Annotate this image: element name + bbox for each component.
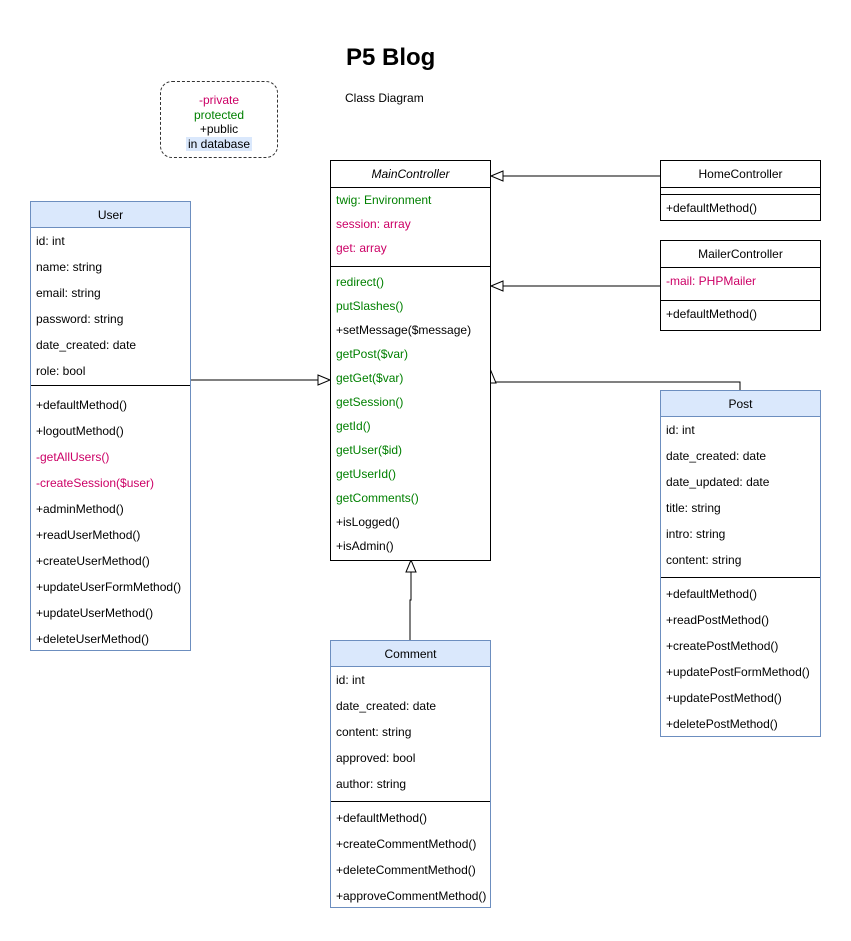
method: putSlashes(): [336, 299, 404, 313]
method: +isLogged(): [336, 515, 400, 529]
attribute: name: string: [36, 260, 103, 274]
attribute: approved: bool: [336, 751, 416, 765]
class-name: MainController: [331, 161, 490, 188]
method: +adminMethod(): [36, 502, 124, 516]
method: +defaultMethod(): [666, 587, 758, 601]
method: getUser($id): [336, 443, 403, 457]
post-inheritance-line: [491, 381, 741, 390]
attribute: title: string: [666, 501, 721, 515]
comment-inheritance-arrowhead: [405, 558, 417, 573]
method: +defaultMethod(): [666, 307, 758, 321]
method: -getAllUsers(): [36, 450, 110, 464]
attribute: id: int: [336, 673, 365, 687]
method: +logoutMethod(): [36, 424, 124, 438]
method: getPost($var): [336, 347, 409, 361]
diagram-subtitle: Class Diagram: [345, 91, 424, 105]
method: +deleteCommentMethod(): [336, 863, 476, 877]
class-main-controller[interactable]: MainController twig: Environment session…: [330, 160, 491, 561]
method: getComments(): [336, 491, 419, 505]
attribute: email: string: [36, 286, 101, 300]
legend-protected: protected: [193, 107, 245, 122]
attribute: session: array: [336, 217, 411, 231]
legend-public: +public: [199, 122, 239, 136]
method: +deletePostMethod(): [666, 717, 778, 731]
method: redirect(): [336, 275, 385, 289]
class-home-controller[interactable]: HomeController +defaultMethod(): [660, 160, 821, 221]
attribute: password: string: [36, 312, 124, 326]
class-name: HomeController: [661, 161, 820, 188]
method: +defaultMethod(): [666, 201, 758, 215]
class-user[interactable]: User id: int name: string email: string …: [30, 201, 191, 651]
attribute: -mail: PHPMailer: [666, 274, 757, 288]
method: getUserId(): [336, 467, 397, 481]
attribute: role: bool: [36, 364, 86, 378]
attribute: date_created: date: [336, 699, 437, 713]
attribute: get: array: [336, 241, 387, 255]
attribute: content: string: [666, 553, 742, 567]
user-inheritance-arrowhead: [317, 374, 332, 386]
legend-private: -private: [198, 93, 239, 107]
method: +deleteUserMethod(): [36, 632, 150, 646]
class-post[interactable]: Post id: int date_created: date date_upd…: [660, 390, 821, 737]
method: +createCommentMethod(): [336, 837, 477, 851]
class-name: Post: [661, 391, 820, 417]
method: +createPostMethod(): [666, 639, 779, 653]
method: getGet($var): [336, 371, 404, 385]
method: +updatePostMethod(): [666, 691, 782, 705]
legend-database: in database: [185, 136, 253, 151]
method: getSession(): [336, 395, 404, 409]
method: +defaultMethod(): [36, 398, 128, 412]
method: +updatePostFormMethod(): [666, 665, 810, 679]
attribute: date_updated: date: [666, 475, 770, 489]
attribute: author: string: [336, 777, 407, 791]
visibility-legend: -private protected +public in database: [160, 81, 278, 158]
comment-inheritance-line: [409, 572, 412, 640]
mailer-inheritance-arrowhead: [489, 280, 504, 292]
method: +approveCommentMethod(): [336, 889, 487, 903]
method: +updateUserFormMethod(): [36, 580, 182, 594]
class-name: User: [31, 202, 190, 228]
home-inheritance-arrowhead: [489, 170, 504, 182]
class-mailer-controller[interactable]: MailerController -mail: PHPMailer +defau…: [660, 240, 821, 331]
method: +createUserMethod(): [36, 554, 150, 568]
method: +setMessage($message): [336, 323, 472, 337]
method: +readUserMethod(): [36, 528, 141, 542]
attribute: id: int: [36, 234, 65, 248]
attribute: id: int: [666, 423, 695, 437]
method: +updateUserMethod(): [36, 606, 154, 620]
method: +defaultMethod(): [336, 811, 428, 825]
method: getId(): [336, 419, 371, 433]
class-comment[interactable]: Comment id: int date_created: date conte…: [330, 640, 491, 908]
attribute: content: string: [336, 725, 412, 739]
method: +isAdmin(): [336, 539, 394, 553]
method: -createSession($user): [36, 476, 155, 490]
method: +readPostMethod(): [666, 613, 770, 627]
attribute: date_created: date: [36, 338, 137, 352]
attribute: twig: Environment: [336, 193, 432, 207]
attribute: intro: string: [666, 527, 726, 541]
attribute: date_created: date: [666, 449, 767, 463]
class-name: MailerController: [661, 241, 820, 268]
class-name: Comment: [331, 641, 490, 667]
